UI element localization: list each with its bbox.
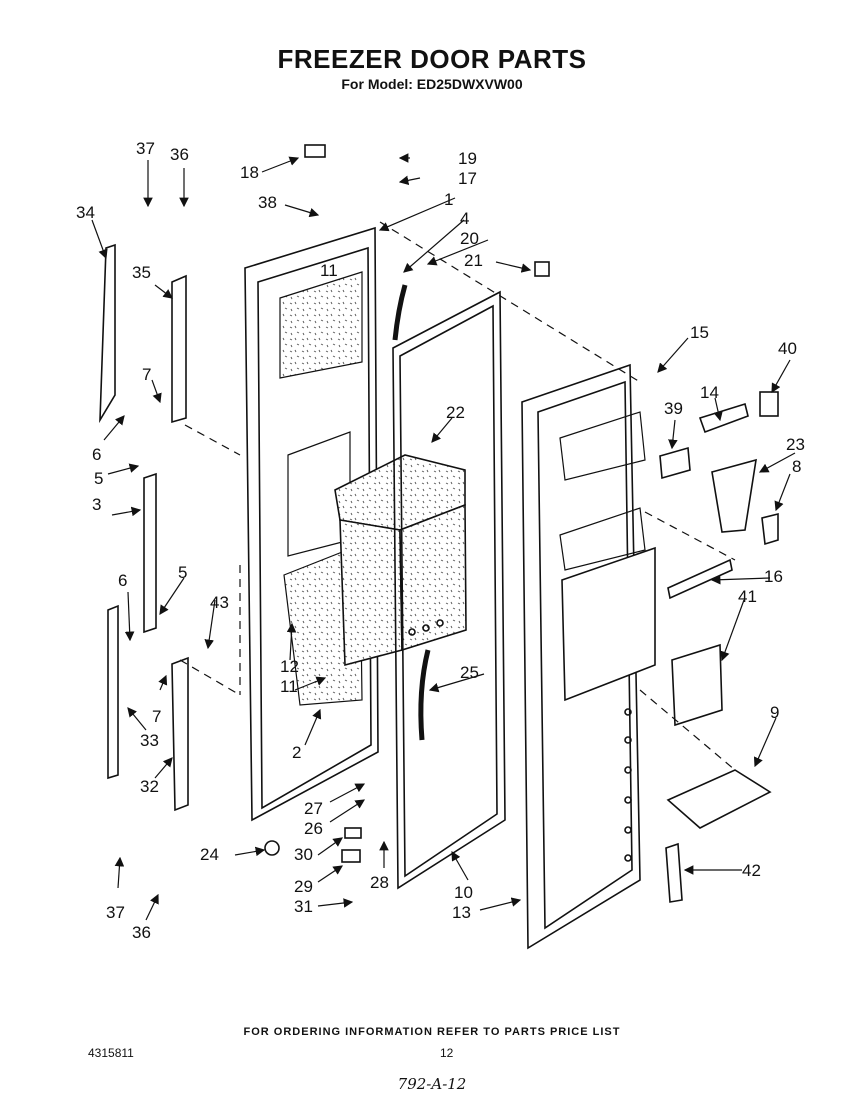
callout-20: 20 [460, 229, 479, 248]
callout-42: 42 [742, 861, 761, 880]
document-number: 4315811 [88, 1046, 134, 1060]
outer-door-assembly [521, 363, 656, 950]
callout-36a: 36 [170, 145, 189, 164]
callout-9: 9 [770, 703, 779, 722]
callout-22: 22 [446, 403, 465, 422]
callout-32: 32 [140, 777, 159, 796]
callout-37a: 37 [136, 139, 155, 158]
drain-tube [418, 649, 431, 741]
callout-34: 34 [76, 203, 95, 222]
foam-insulation-block [334, 454, 467, 667]
callout-41: 41 [738, 587, 757, 606]
callout-36b: 36 [132, 923, 151, 942]
callout-18: 18 [240, 163, 259, 182]
handle-trim-lower [107, 604, 119, 780]
callout-2: 2 [292, 743, 301, 762]
handwritten-note: 792-A-12 [397, 1075, 467, 1093]
callout-7b: 7 [152, 707, 161, 726]
callout-5a: 5 [94, 469, 103, 488]
diagram-title: FREEZER DOOR PARTS [277, 44, 587, 74]
callout-1: 1 [444, 190, 453, 209]
callout-17: 17 [458, 169, 477, 188]
hinge-cover-strip [143, 472, 157, 634]
door-gasket [392, 290, 506, 890]
handle-trim-upper [99, 243, 116, 424]
callout-27: 27 [304, 799, 323, 818]
callout-33: 33 [140, 731, 159, 750]
callout-3: 3 [92, 495, 101, 514]
callout-19: 19 [458, 149, 477, 168]
trim-strip-upper [171, 274, 187, 424]
switch-part [759, 391, 779, 417]
callout-11b: 11 [280, 677, 298, 696]
hinge-block [344, 827, 362, 839]
callout-23: 23 [786, 435, 805, 454]
callout-6a: 6 [92, 445, 101, 464]
connector-part [304, 144, 326, 158]
callout-43: 43 [210, 593, 229, 612]
callout-8: 8 [792, 457, 801, 476]
trim-strip-lower [171, 656, 189, 812]
callout-40: 40 [778, 339, 797, 358]
callout-11a: 11 [320, 261, 338, 280]
callout-10: 10 [454, 883, 473, 902]
callout-25: 25 [460, 663, 479, 682]
callout-12: 12 [280, 657, 299, 676]
callout-6b: 6 [118, 571, 127, 590]
label-panel [671, 643, 723, 727]
callout-14: 14 [700, 383, 719, 402]
plug-part [534, 261, 550, 277]
callout-38: 38 [258, 193, 277, 212]
bracket-part [698, 402, 749, 434]
callout-16: 16 [764, 567, 783, 586]
callout-29: 29 [294, 877, 313, 896]
page-number: 12 [440, 1046, 454, 1060]
ice-chute [711, 458, 757, 533]
hinge-bracket [665, 842, 683, 903]
fill-tube [392, 284, 408, 341]
callout-5b: 5 [178, 563, 187, 582]
lens-part [659, 446, 691, 480]
callout-39: 39 [664, 399, 683, 418]
callout-31: 31 [294, 897, 313, 916]
callout-24: 24 [200, 845, 219, 864]
callout-35: 35 [132, 263, 151, 282]
callout-30: 30 [294, 845, 313, 864]
rail-part [667, 558, 733, 600]
clip-part [761, 512, 779, 546]
hinge-plate [341, 849, 361, 863]
callout-labels: 1 2 3 4 5 5 6 6 7 7 8 9 10 11 11 12 13 1… [76, 139, 805, 942]
callout-26: 26 [304, 819, 323, 838]
callout-21: 21 [464, 251, 483, 270]
door-stop [264, 840, 280, 856]
callout-13: 13 [452, 903, 471, 922]
drip-tray [666, 769, 772, 829]
callout-28: 28 [370, 873, 389, 892]
callout-4: 4 [460, 209, 469, 228]
callout-7a: 7 [142, 365, 151, 384]
callout-15: 15 [690, 323, 709, 342]
ordering-info-note: FOR ORDERING INFORMATION REFER TO PARTS … [243, 1026, 621, 1038]
callout-37b: 37 [106, 903, 125, 922]
model-subtitle: For Model: ED25DWXVW00 [341, 76, 523, 92]
